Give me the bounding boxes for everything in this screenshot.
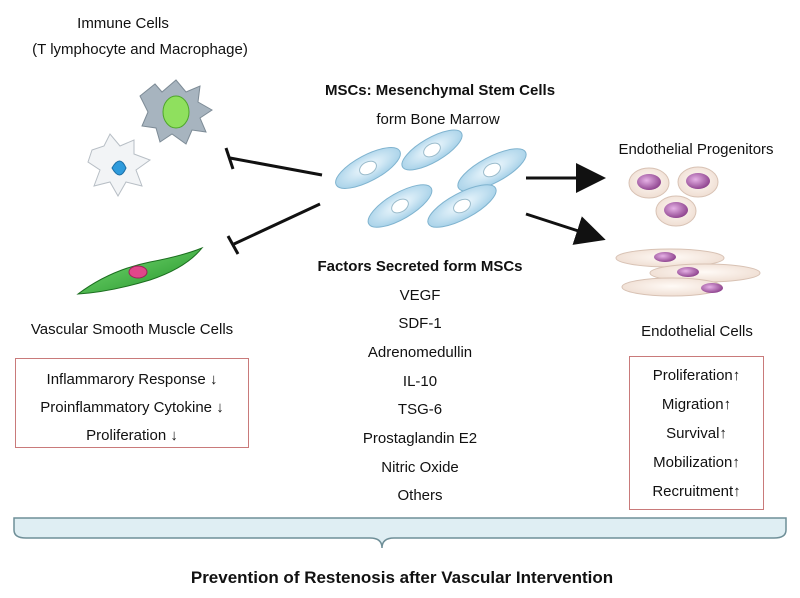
endothelial-progenitors-label: Endothelial Progenitors (618, 141, 774, 158)
endothelial-cells-label: Endothelial Cells (641, 323, 753, 340)
right-effect-item: Survival↑ (666, 425, 727, 442)
left-effect-item: Proinflammatory Cytokine ↓ (40, 399, 224, 416)
factor-item: SDF-1 (398, 315, 442, 332)
right-effect-item: Recruitment↑ (652, 483, 741, 500)
factors-title: Factors Secreted form MSCs (317, 258, 523, 275)
vsmc-label: Vascular Smooth Muscle Cells (30, 321, 234, 338)
factor-item: Nitric Oxide (381, 459, 459, 476)
immune-cells-subtitle: (T lymphocyte and Macrophage) (32, 41, 248, 58)
macrophage-cell-icon (139, 79, 213, 145)
immune-cells-title: Immune Cells (77, 15, 169, 32)
summary-brace (13, 517, 787, 549)
right-effect-item: Proliferation↑ (652, 367, 741, 384)
msc-cluster-icon (335, 129, 527, 228)
factor-item: Prostaglandin E2 (362, 430, 478, 447)
left-effects-box: Inflammarory Response ↓ Proinflammatory … (15, 358, 249, 448)
t-lymphocyte-cell-icon (87, 133, 152, 198)
inhibition-to-smooth-muscle (226, 202, 321, 255)
right-effect-item: Migration↑ (661, 396, 732, 413)
right-effect-item: Mobilization↑ (653, 454, 740, 471)
left-effect-item: Inflammarory Response ↓ (46, 371, 218, 388)
smooth-muscle-cell-icon (76, 246, 204, 295)
factor-item: VEGF (399, 287, 441, 304)
msc-subtitle: form Bone Marrow (376, 111, 500, 128)
msc-title: MSCs: Mesenchymal Stem Cells (324, 82, 556, 99)
endothelial-progenitor-cells-icon (628, 166, 719, 227)
factor-item: IL-10 (402, 373, 438, 390)
factor-item: TSG-6 (397, 401, 443, 418)
factor-item: Others (397, 487, 443, 504)
factor-item: Adrenomedullin (367, 344, 473, 361)
endothelial-cells-icon (615, 248, 761, 297)
left-effect-item: Proliferation ↓ (86, 427, 178, 444)
right-effects-box: Proliferation↑ Migration↑ Survival↑ Mobi… (629, 356, 764, 510)
arrow-to-endothelial (525, 212, 606, 245)
inhibition-to-immune (224, 147, 323, 177)
conclusion-title: Prevention of Restenosis after Vascular … (190, 568, 614, 587)
